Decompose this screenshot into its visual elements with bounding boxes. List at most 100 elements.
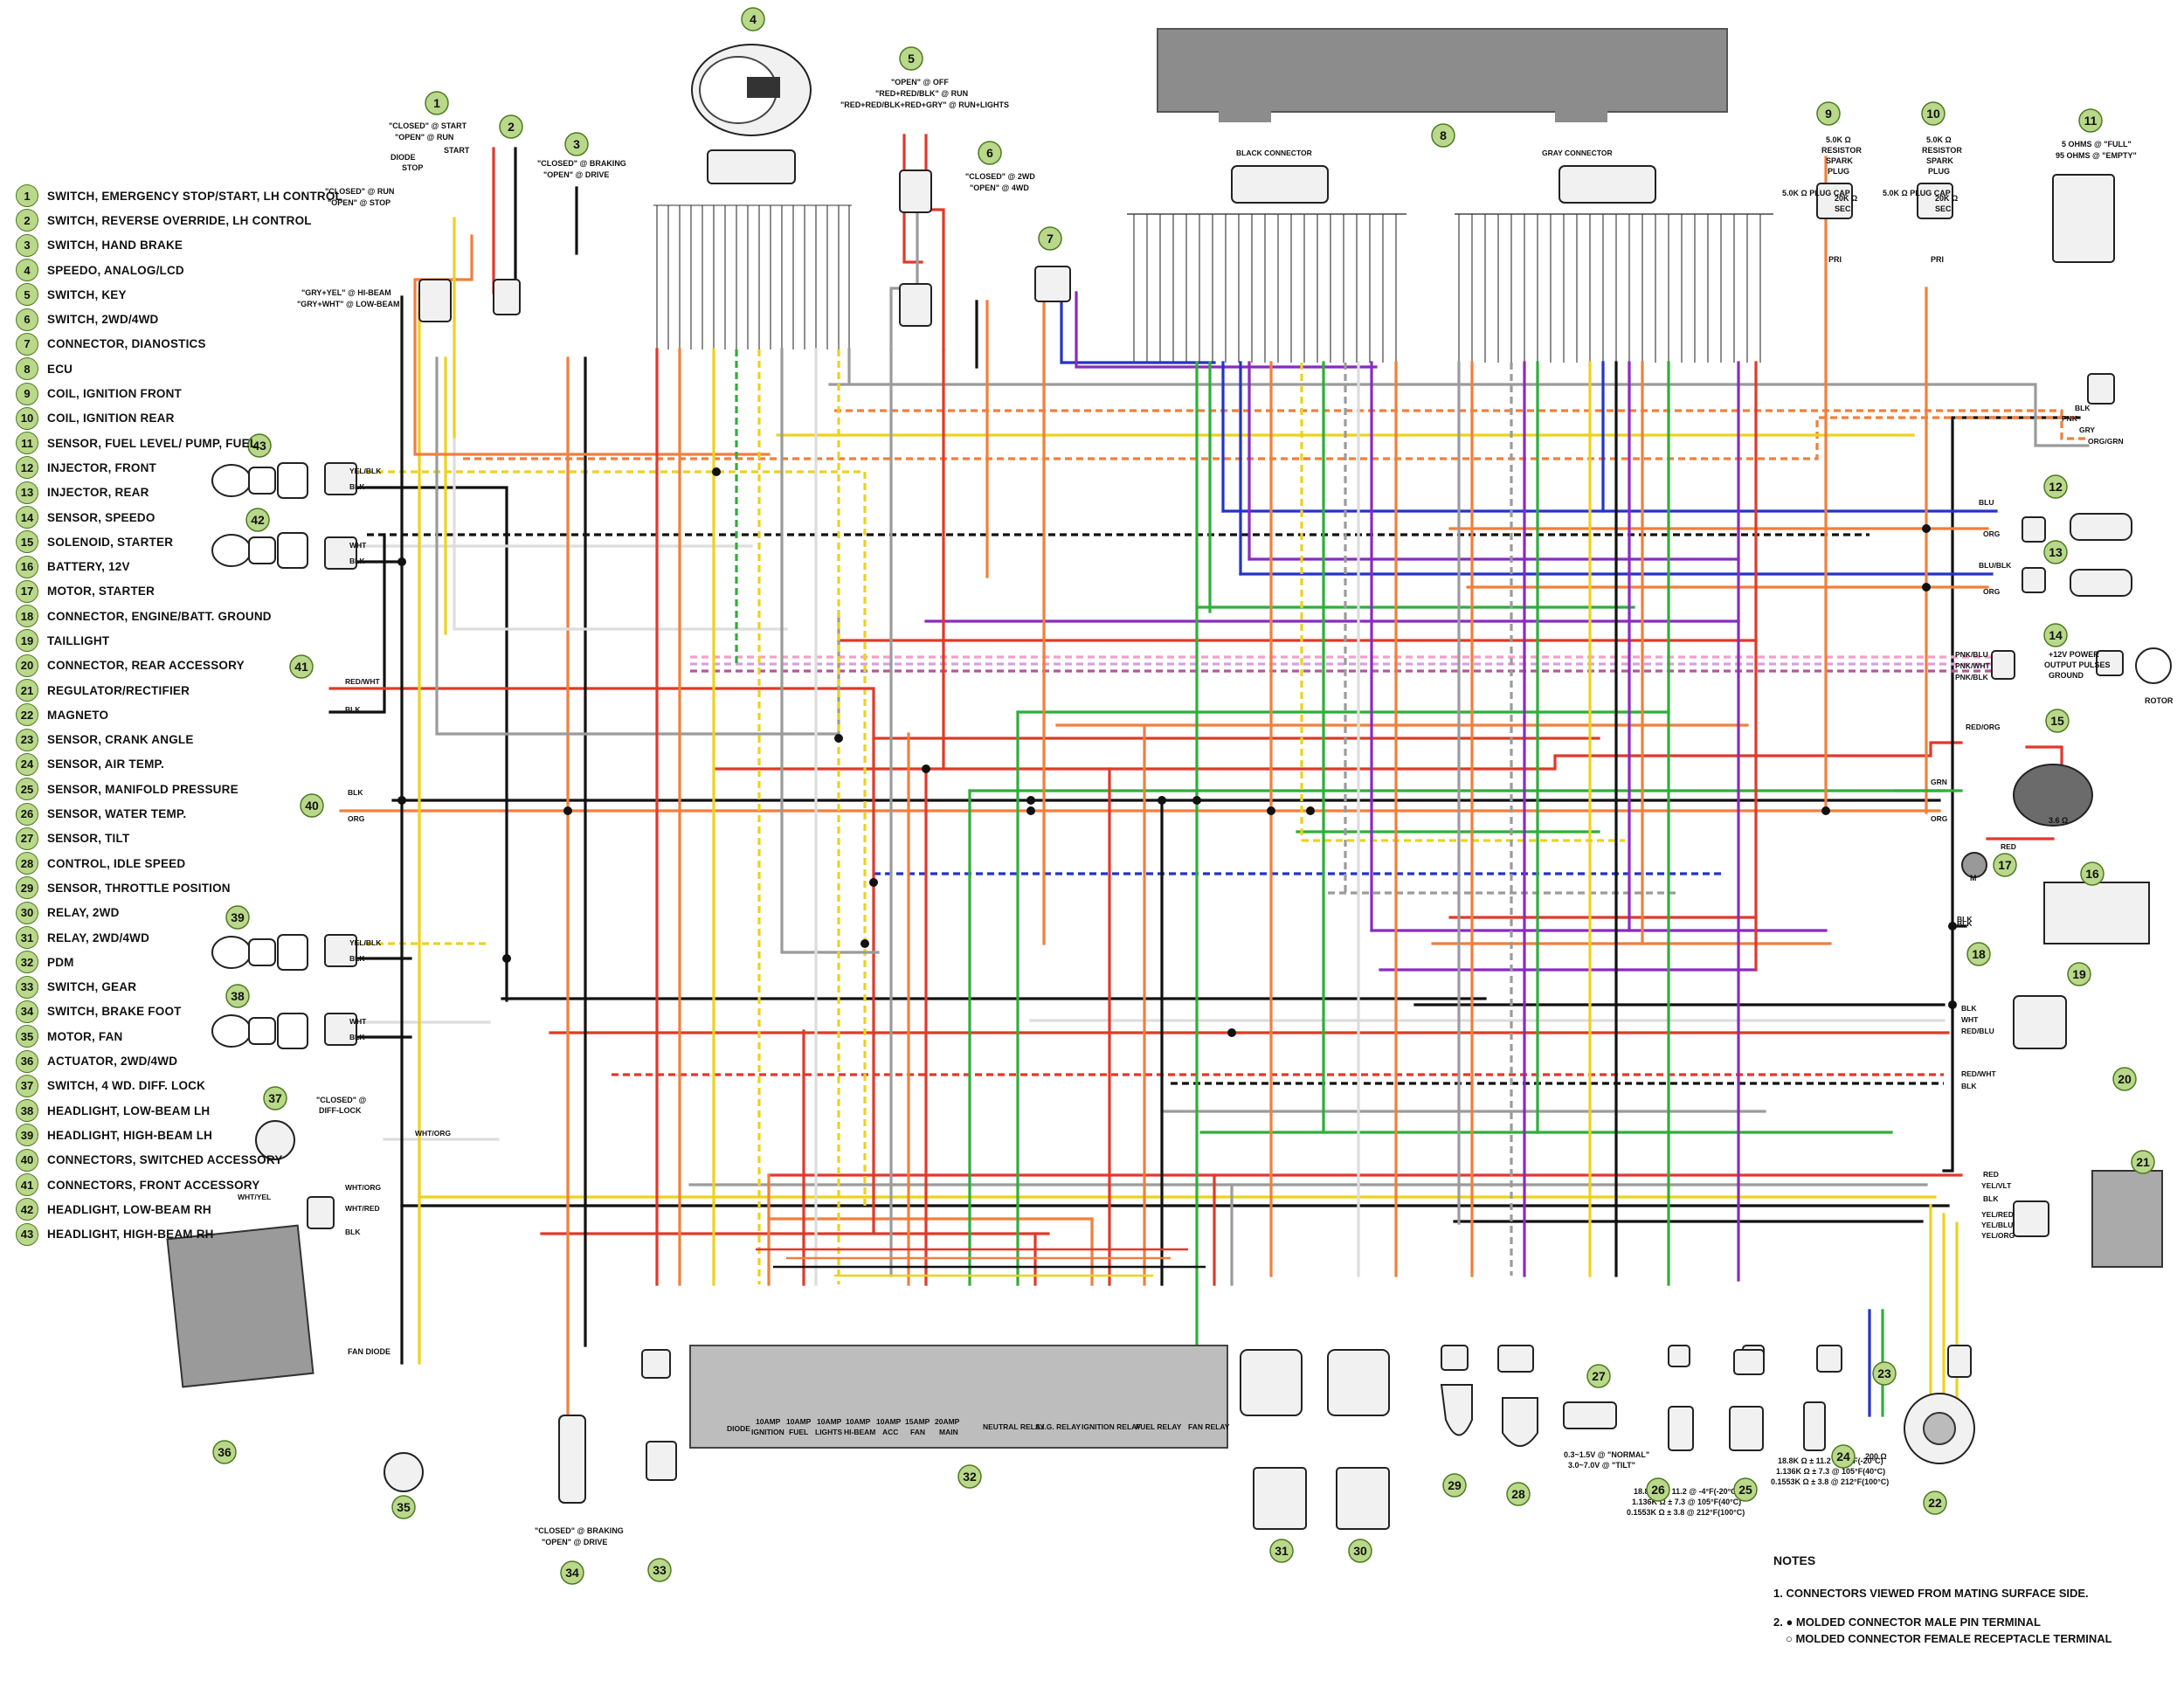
ecu-gray-connector-label: GRAY CONNECTOR — [1542, 149, 1613, 157]
svg-text:1.136K Ω ± 7.3 @ 105°F(40°C): 1.136K Ω ± 7.3 @ 105°F(40°C) — [1776, 1467, 1885, 1476]
svg-text:1.136K Ω ± 7.3 @ 105°F(40°C): 1.136K Ω ± 7.3 @ 105°F(40°C) — [1632, 1498, 1741, 1506]
legend-number: 42 — [16, 1198, 38, 1221]
svg-text:HI-BEAM: HI-BEAM — [844, 1428, 875, 1436]
svg-text:BLK: BLK — [348, 788, 363, 797]
svg-text:WHT: WHT — [1961, 1015, 1979, 1024]
svg-text:37: 37 — [268, 1091, 282, 1105]
legend-label: SPEEDO, ANALOG/LCD — [47, 263, 184, 277]
callout-8: 8 — [1431, 123, 1455, 148]
svg-text:ORG/GRN: ORG/GRN — [2088, 437, 2124, 446]
svg-text:200 Ω: 200 Ω — [1865, 1452, 1887, 1461]
svg-text:IGNITION RELAY: IGNITION RELAY — [1082, 1422, 1141, 1431]
headlight-bulbs — [211, 462, 308, 1049]
injector-front-12 — [2070, 513, 2132, 541]
svg-text:10AMP: 10AMP — [846, 1417, 871, 1426]
callout-17: 17 — [1993, 853, 2017, 877]
svg-text:DIODE: DIODE — [390, 153, 416, 162]
legend-number: 13 — [16, 481, 38, 504]
callout-2: 2 — [499, 114, 523, 139]
callout-37: 37 — [263, 1086, 287, 1110]
svg-text:SEC: SEC — [1835, 204, 1851, 213]
taillight-19 — [2013, 995, 2067, 1049]
callout-26: 26 — [1646, 1477, 1670, 1502]
svg-text:SPARK: SPARK — [1926, 156, 1953, 165]
legend-label: CONNECTORS, SWITCHED ACCESSORY — [47, 1153, 283, 1167]
wire-blk-43 — [352, 486, 508, 1002]
callout-4: 4 — [741, 7, 765, 31]
svg-text:PNK/BLK: PNK/BLK — [1955, 673, 1989, 681]
svg-text:26: 26 — [1651, 1483, 1665, 1497]
svg-text:"CLOSED" @ BRAKING: "CLOSED" @ BRAKING — [537, 159, 626, 168]
svg-text:"CLOSED" @: "CLOSED" @ — [316, 1096, 367, 1104]
svg-text:42: 42 — [251, 513, 265, 527]
legend-label: SOLENOID, STARTER — [47, 535, 174, 549]
svg-text:40: 40 — [305, 799, 319, 813]
svg-text:23: 23 — [1877, 1366, 1891, 1380]
legend-number: 27 — [16, 827, 38, 850]
svg-text:"CLOSED" @ START: "CLOSED" @ START — [389, 121, 467, 130]
idle-control-28 — [1502, 1397, 1538, 1447]
fan-motor-35 — [384, 1452, 424, 1492]
svg-text:5.0K Ω: 5.0K Ω — [1826, 135, 1851, 144]
legend-label: SENSOR, TILT — [47, 832, 130, 846]
callout-28: 28 — [1506, 1482, 1531, 1506]
legend-number: 28 — [16, 852, 38, 875]
ecu-black-connector — [1231, 165, 1329, 204]
legend-label: SENSOR, FUEL LEVEL/ PUMP, FUEL — [47, 436, 258, 450]
svg-text:6: 6 — [986, 146, 993, 160]
legend-label: SENSOR, SPEEDO — [47, 510, 156, 524]
svg-text:"CLOSED" @ 2WD: "CLOSED" @ 2WD — [965, 172, 1035, 181]
legend-label: SWITCH, GEAR — [47, 980, 137, 994]
legend-number: 18 — [16, 605, 38, 628]
svg-text:15: 15 — [2050, 714, 2064, 728]
svg-text:RED: RED — [1983, 1170, 1999, 1179]
legend-number: 36 — [16, 1049, 38, 1073]
svg-text:RESISTOR: RESISTOR — [1821, 146, 1862, 155]
callout-14: 14 — [2043, 623, 2068, 647]
legend-number: 32 — [16, 951, 38, 974]
svg-text:WHT: WHT — [349, 541, 367, 550]
legend-label: RELAY, 2WD — [47, 906, 120, 920]
legend-label: INJECTOR, FRONT — [47, 460, 157, 474]
svg-text:PRI: PRI — [1828, 255, 1842, 264]
svg-text:17: 17 — [1998, 858, 2012, 872]
svg-text:BLK: BLK — [1957, 915, 1973, 924]
legend-number: 4 — [16, 259, 38, 282]
wire-orange-grn-top — [834, 409, 2088, 440]
svg-text:95 OHMS @ "EMPTY": 95 OHMS @ "EMPTY" — [2056, 151, 2137, 160]
svg-text:31: 31 — [1275, 1544, 1289, 1558]
ecu-mount-left — [1219, 110, 1271, 122]
actuator-36 — [166, 1224, 314, 1388]
callout-23: 23 — [1872, 1361, 1897, 1386]
svg-text:RED/ORG: RED/ORG — [1966, 723, 2001, 731]
svg-text:"OPEN" @ STOP: "OPEN" @ STOP — [328, 198, 390, 207]
svg-text:SEC: SEC — [1935, 204, 1952, 213]
regulator-21 — [2091, 1170, 2163, 1268]
legend-label: REGULATOR/RECTIFIER — [47, 683, 190, 697]
connectors — [307, 169, 2115, 1481]
legend-label: HEADLIGHT, HIGH-BEAM LH — [47, 1128, 213, 1142]
svg-text:ROTOR: ROTOR — [2145, 696, 2174, 705]
legend-label: COIL, IGNITION REAR — [47, 412, 175, 425]
legend-number: 21 — [16, 679, 38, 702]
svg-text:"RED+RED/BLK+RED+GRY" @ RUN+LI: "RED+RED/BLK+RED+GRY" @ RUN+LIGHTS — [840, 100, 1009, 109]
svg-text:"OPEN" @ DRIVE: "OPEN" @ DRIVE — [543, 170, 609, 179]
legend-label: MOTOR, STARTER — [47, 585, 156, 598]
svg-text:S.I.G. RELAY: S.I.G. RELAY — [1035, 1422, 1081, 1431]
starter-motor-17 — [1961, 852, 1987, 878]
svg-text:"OPEN" @ RUN: "OPEN" @ RUN — [395, 133, 453, 142]
ecu-mount-right — [1555, 110, 1607, 122]
svg-text:BLK: BLK — [1961, 1004, 1977, 1013]
legend-number: 11 — [16, 432, 38, 455]
